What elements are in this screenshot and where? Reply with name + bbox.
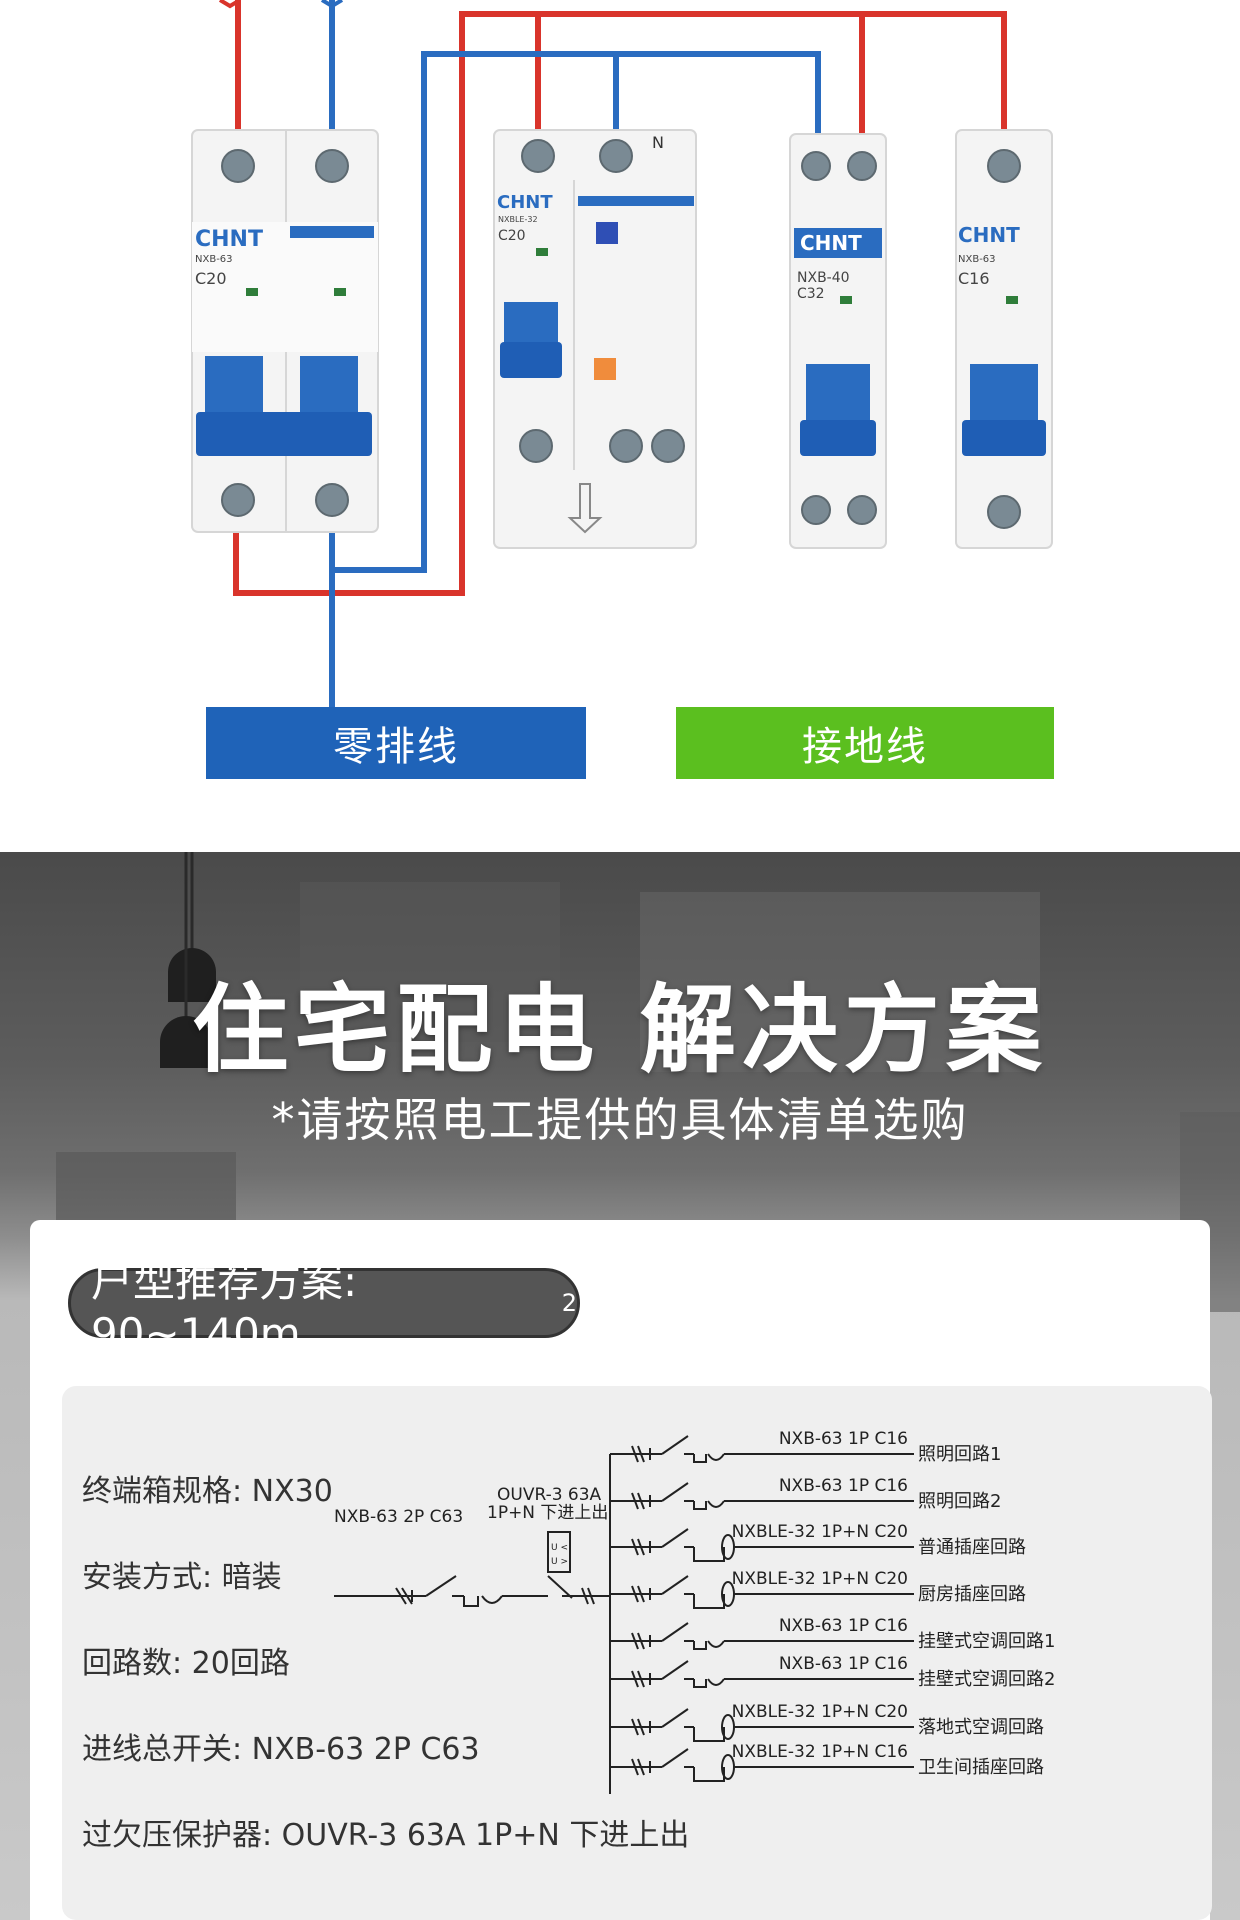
circuit-name: 卫生间插座回路 [918,1757,1044,1778]
circuit-name: 挂壁式空调回路2 [918,1669,1055,1690]
circuit-name: 挂壁式空调回路1 [918,1631,1055,1652]
circuit-model: NXB-63 1P C16 [779,1476,908,1496]
rcbo-rating: C20 [498,228,526,244]
circuit-name: 照明回路2 [918,1491,1001,1512]
circuit-row [610,1528,914,1562]
breaker-nxb40-brand: CHNT [800,231,862,255]
circuit-model: NXBLE-32 1P+N C20 [732,1569,908,1589]
breaker-nxb40-model: NXB-40 [797,270,850,286]
svg-text:U <: U < [551,1543,568,1553]
circuit-name: 厨房插座回路 [918,1584,1026,1605]
svg-text:U >: U > [551,1557,568,1567]
circuit-name: 落地式空调回路 [918,1717,1044,1738]
breaker-2p [191,129,379,533]
breaker-1p-brand: CHNT [958,223,1020,247]
breaker-2p-brand: CHNT [195,227,263,252]
plan-pill-text: 户型推荐方案: 90~140m [91,1257,358,1358]
circuit-model: NXBLE-32 1P+N C16 [732,1742,908,1762]
rcbo-model: NXBLE-32 [498,215,538,224]
breaker-1p [955,129,1053,549]
circuit-row [610,1748,914,1782]
breaker-1p-rating: C16 [958,269,990,288]
breaker-nxb40 [789,133,887,549]
rcbo-breaker [493,129,697,549]
circuit-model: NXB-63 1P C16 [779,1429,908,1449]
circuit-model: NXB-63 1P C16 [779,1654,908,1674]
ground-wire-label: 接地线 [676,707,1054,779]
main-switch-label: NXB-63 2P C63 [334,1507,463,1527]
live-wire-bus [233,11,1007,596]
circuit-row [610,1482,914,1510]
neutral-wire-bus [329,51,821,573]
single-line-diagram: NXB-63 2P C63 OUVR-3 63A 1P+N 下进上出 U < U… [334,1429,1055,1794]
breaker-1p-model: NXB-63 [958,254,996,265]
circuit-model: NXBLE-32 1P+N C20 [732,1702,908,1722]
neutral-bar-label: 零排线 [206,707,586,779]
circuit-name: 普通插座回路 [918,1537,1026,1558]
ouvr-label-line2: 1P+N 下进上出 [487,1503,608,1523]
breaker-nxb40-rating: C32 [797,286,825,302]
circuit-row [610,1660,914,1688]
spec-main-switch: 进线总开关: NXB-63 2P C63 [82,1732,480,1767]
spec-circuit-count: 回路数: 20回路 [82,1646,290,1681]
hero-title: 住宅配电 解决方案 [192,974,1048,1086]
circuit-model: NXB-63 1P C16 [779,1616,908,1636]
spec-panel: 终端箱规格: NX30 安装方式: 暗装 回路数: 20回路 进线总开关: NX… [62,1386,1212,1920]
circuit-row [610,1708,914,1742]
circuit-row [610,1435,914,1463]
wiring-diagram-section: CHNT NXB-63 C20 CHNT NXBLE-32 C20 N [0,0,1240,852]
circuit-row [610,1622,914,1650]
plan-pill: 户型推荐方案: 90~140m 2 [68,1257,580,1358]
wiring-diagram: CHNT NXB-63 C20 CHNT NXBLE-32 C20 N [191,0,1053,707]
rcbo-n-mark: N [652,133,664,152]
circuit-name: 照明回路1 [918,1444,1001,1465]
hero-subtitle: *请按照电工提供的具体清单选购 [271,1093,969,1147]
breaker-2p-rating: C20 [195,269,227,288]
breaker-2p-model: NXB-63 [195,254,233,265]
circuit-row [610,1575,914,1609]
plan-pill-superscript: 2 [561,1289,577,1317]
spec-install-type: 安装方式: 暗装 [82,1560,282,1595]
ouvr-label-line1: OUVR-3 63A [497,1485,602,1505]
spec-box-size: 终端箱规格: NX30 [82,1474,333,1509]
circuit-model: NXBLE-32 1P+N C20 [732,1522,908,1542]
plan-card: 户型推荐方案: 90~140m 2 终端箱规格: NX30 安装方式: 暗装 回路… [30,1220,1212,1920]
spec-voltage-protector: 过欠压保护器: OUVR-3 63A 1P+N 下进上出 [82,1818,690,1853]
rcbo-brand: CHNT [497,192,553,213]
